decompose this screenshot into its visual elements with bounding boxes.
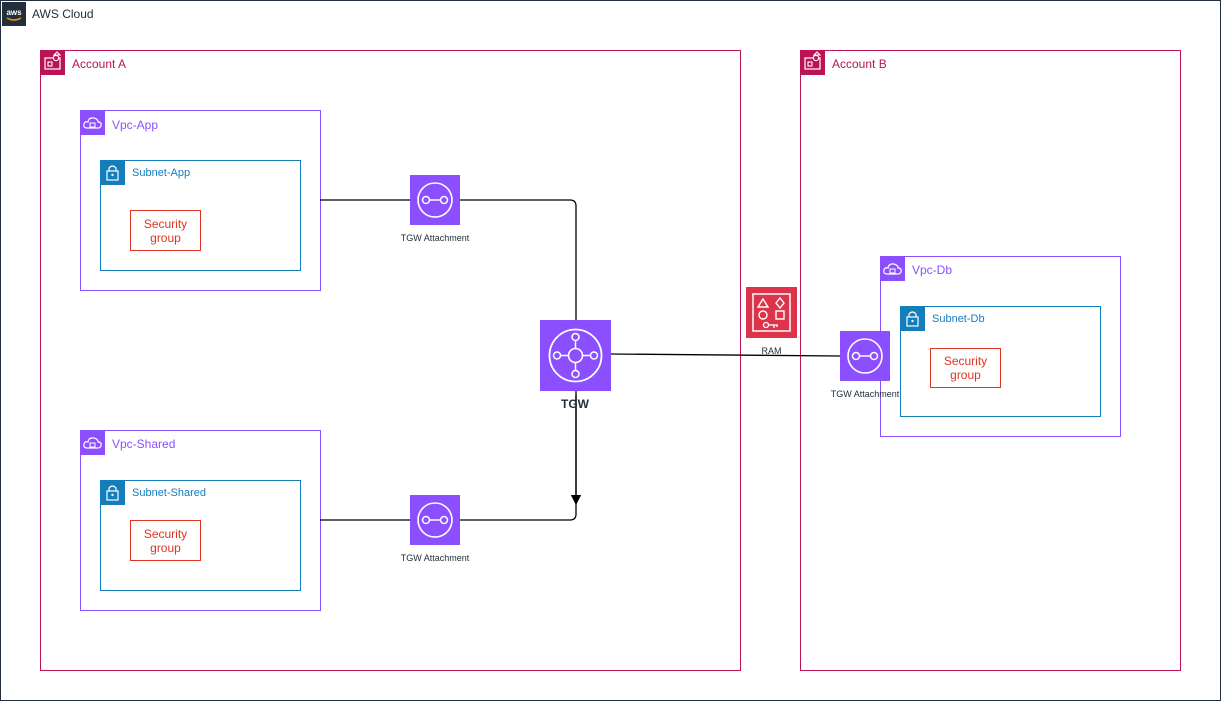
security-group-app: Security group (130, 210, 201, 251)
aws-logo-text: aws (6, 8, 22, 17)
account-a-label: Account A (72, 57, 127, 71)
tgw-attachment-icon (840, 331, 890, 381)
tgw-attachment-db-label: TGW Attachment (830, 389, 900, 399)
subnet-db-label: Subnet-Db (932, 313, 985, 325)
tgw-attachment-shared-label: TGW Attachment (400, 553, 470, 563)
security-group-shared: Security group (130, 520, 201, 561)
vpc-cloud-icon (80, 430, 105, 455)
ram-icon (746, 287, 797, 338)
subnet-shared-label: Subnet-Shared (132, 487, 206, 499)
account-a-group (40, 50, 741, 671)
tgw-to-db-line (610, 353, 841, 357)
app-to-tgw-line (320, 199, 577, 320)
subnet-app-group (100, 160, 301, 271)
account-b-label: Account B (832, 57, 887, 71)
vpc-app-label: Vpc-App (112, 118, 159, 132)
vpc-cloud-icon (880, 256, 905, 281)
tgw-label: TGW (561, 397, 589, 411)
subnet-lock-icon (100, 480, 125, 505)
tgw-attachment-icon (410, 175, 460, 225)
subnet-lock-icon (100, 160, 125, 185)
shared-to-tgw-line (320, 390, 577, 521)
subnet-shared-group (100, 480, 301, 591)
aws-cloud-label: AWS Cloud (32, 7, 94, 21)
aws-logo-icon: aws (2, 2, 26, 26)
vpc-cloud-icon (80, 110, 105, 135)
tgw-attachment-icon (410, 495, 460, 545)
ram-label: RAM (761, 346, 782, 356)
subnet-db-group (900, 306, 1101, 417)
vpc-db-label: Vpc-Db (912, 263, 953, 277)
subnet-lock-icon (900, 306, 925, 331)
security-group-db: Security group (930, 348, 1001, 388)
tgw-attachment-app-label: TGW Attachment (400, 233, 470, 243)
account-icon (40, 50, 65, 75)
subnet-app-label: Subnet-App (132, 167, 191, 179)
account-icon (800, 50, 825, 75)
vpc-shared-label: Vpc-Shared (112, 437, 176, 451)
transit-gateway-icon (540, 320, 611, 391)
account-b-group (800, 50, 1181, 671)
